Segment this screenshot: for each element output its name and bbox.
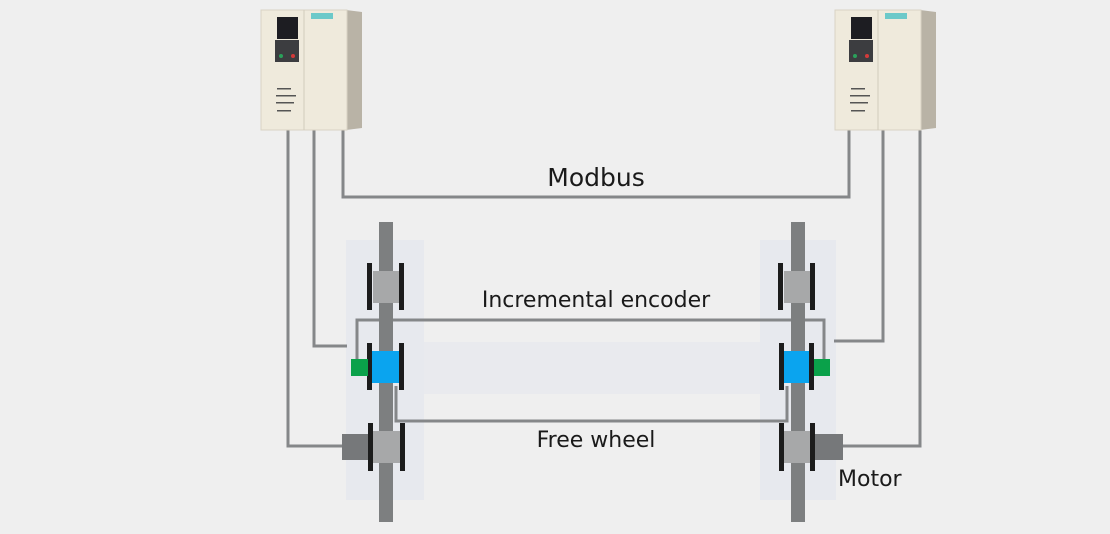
left-encoder-block [372,351,402,383]
left-mid-flange-r [399,343,404,390]
modbus-label: Modbus [547,163,644,192]
left-top-flange-r [399,263,404,310]
right-encoder-sensor [814,359,830,376]
left-inverter-keypad [275,40,299,62]
right-bot-flange-l [779,423,784,471]
right-inverter-logo [885,13,907,19]
encoder-link-panel [424,342,760,394]
right-inverter-keypad [849,40,873,62]
left-inverter [260,9,362,131]
left-top-flange-l [367,263,372,310]
right-inverter-side [920,10,936,130]
right-bot-flange-r [810,423,815,471]
encoder-top-wire [355,318,826,362]
right-motor-wire [842,128,922,448]
left-top-wheel-hub [373,271,401,303]
right-shaft-assembly [778,222,843,522]
left-inverter-logo [311,13,333,19]
right-top-flange-r [810,263,815,310]
left-inverter-display [277,17,298,39]
right-encoder-block [784,351,812,383]
modbus-wire [341,126,851,199]
right-bottom-wheel-hub [784,431,812,463]
right-inverter [834,9,936,131]
left-bot-flange-r [400,423,405,471]
free-wheel-label: Free wheel [537,428,656,453]
left-mid-flange-l [367,343,372,390]
left-bot-flange-l [368,423,373,471]
right-encoder-power-wire [834,128,885,343]
right-mid-flange-r [809,343,814,390]
wiring [286,126,922,448]
right-mid-flange-l [779,343,784,390]
left-motor-wire [286,128,344,448]
right-motor [815,434,843,460]
left-encoder-power-wire [312,128,347,348]
left-inverter-side [346,10,362,130]
right-inverter-display [851,17,872,39]
left-encoder-sensor [351,359,368,376]
motor-label: Motor [838,467,903,492]
right-top-flange-l [778,263,783,310]
left-bottom-wheel-hub [373,431,403,463]
left-shaft-assembly [342,222,405,522]
left-motor [342,434,372,460]
encoder-bottom-wire [394,386,789,423]
right-top-wheel-hub [784,271,812,303]
encoder-label: Incremental encoder [482,288,711,313]
